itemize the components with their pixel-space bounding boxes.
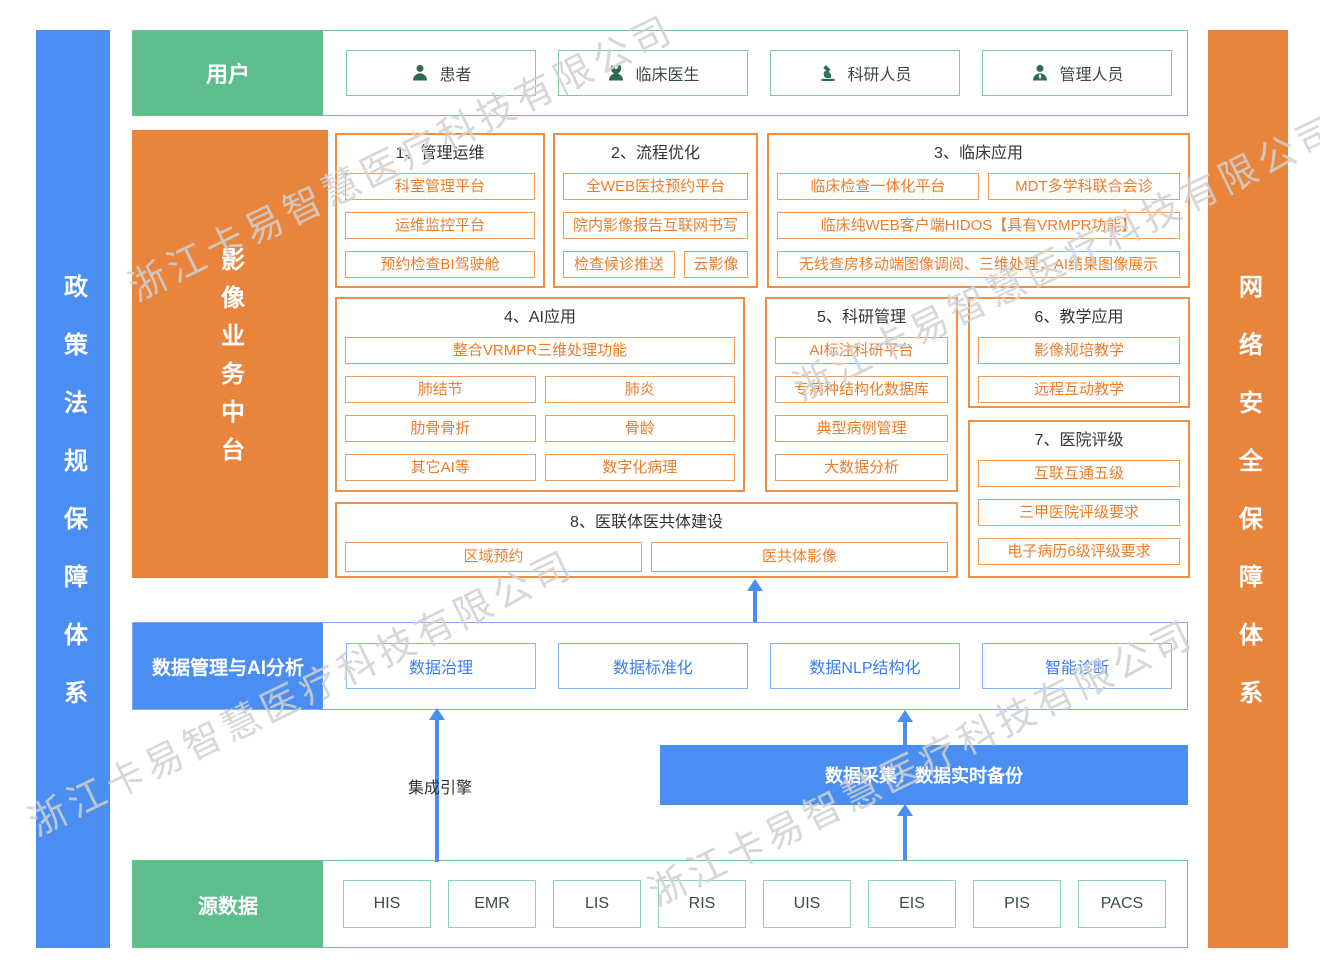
users-items: 患者 临床医生 科研人员 xyxy=(323,31,1187,115)
group-title: 1、管理运维 xyxy=(395,145,485,162)
doctor-icon xyxy=(609,64,624,81)
group-title: 5、科研管理 xyxy=(817,309,906,326)
source-system: PIS xyxy=(973,880,1061,928)
group-item: AI标注科研平台 xyxy=(775,337,948,364)
group-item: 区域预约 xyxy=(345,542,642,572)
arrow-line xyxy=(903,722,907,745)
patient-icon xyxy=(413,64,428,81)
network-security-label: 网络安全保障体系 xyxy=(1234,274,1262,738)
arrow-up-to-collection xyxy=(897,804,913,816)
arrow-line xyxy=(753,591,757,622)
group-title: 6、教学应用 xyxy=(1034,309,1124,326)
data-management-items: 数据治理 数据标准化 数据NLP结构化 智能诊断 xyxy=(323,623,1187,709)
dm-item: 智能诊断 xyxy=(982,643,1172,689)
arrow-line xyxy=(435,720,439,862)
source-system: PACS xyxy=(1078,880,1166,928)
group-management-ops: 1、管理运维 科室管理平台 运维监控平台 预约检查BI驾驶舱 xyxy=(335,133,545,288)
group-ai-application: 4、AI应用 整合VRMPR三维处理功能 肺结节 肺炎 肋骨骨折 骨龄 其它AI… xyxy=(335,297,745,492)
group-medical-consortium: 8、医联体医共体建设 区域预约 医共体影像 xyxy=(335,502,958,578)
group-item: 其它AI等 xyxy=(345,454,536,481)
group-item: 检查候诊推送 xyxy=(563,251,675,278)
dm-item: 数据NLP结构化 xyxy=(770,643,960,689)
researcher-icon xyxy=(821,65,836,81)
group-item: 专病种结构化数据库 xyxy=(775,376,948,403)
integration-engine-label: 集成引擎 xyxy=(407,780,472,797)
group-item: 无线查房移动端图像调阅、三维处理；AI结果图像展示 xyxy=(777,251,1180,278)
group-item: 骨龄 xyxy=(544,415,735,442)
group-teaching-application: 6、教学应用 影像规培教学 远程互动教学 xyxy=(968,297,1190,408)
group-item: 预约检查BI驾驶舱 xyxy=(345,251,535,278)
group-item: 电子病历6级评级要求 xyxy=(978,538,1180,565)
dm-item: 数据治理 xyxy=(346,643,536,689)
policy-regulation-label: 政策法规保障体系 xyxy=(59,274,87,738)
manager-icon xyxy=(1033,64,1048,81)
users-section-label: 用户 xyxy=(133,31,323,115)
group-item: MDT多学科联合会诊 xyxy=(987,173,1180,200)
source-data-label: 源数据 xyxy=(133,861,323,947)
group-item: 互联互通五级 xyxy=(978,460,1180,487)
source-system: LIS xyxy=(553,880,641,928)
arrow-up-integration-engine xyxy=(429,708,445,720)
source-system: EMR xyxy=(448,880,536,928)
user-box-patient: 患者 xyxy=(346,50,536,96)
arrow-up-from-collection xyxy=(897,710,913,722)
user-label: 患者 xyxy=(439,67,472,84)
source-system: HIS xyxy=(343,880,431,928)
group-item: 肋骨骨折 xyxy=(345,415,536,442)
group-item: 三甲医院评级要求 xyxy=(978,499,1180,526)
group-title: 7、医院评级 xyxy=(1034,432,1124,449)
user-label: 管理人员 xyxy=(1059,67,1124,84)
source-system: EIS xyxy=(868,880,956,928)
user-label: 科研人员 xyxy=(847,67,912,84)
user-box-manager: 管理人员 xyxy=(982,50,1172,96)
network-security-bar: 网络安全保障体系 xyxy=(1208,30,1288,948)
arrow-line xyxy=(903,816,907,860)
group-item: 肺炎 xyxy=(544,376,735,403)
group-title: 2、流程优化 xyxy=(611,145,700,162)
group-item: 远程互动教学 xyxy=(978,376,1180,403)
group-clinical-application: 3、临床应用 临床检查一体化平台 MDT多学科联合会诊 临床纯WEB客户端HID… xyxy=(767,133,1190,288)
group-item: 科室管理平台 xyxy=(345,173,535,200)
group-item: 肺结节 xyxy=(345,376,536,403)
source-system: UIS xyxy=(763,880,851,928)
data-management-section: 数据管理与AI分析 数据治理 数据标准化 数据NLP结构化 智能诊断 xyxy=(132,622,1188,710)
user-box-doctor: 临床医生 xyxy=(558,50,748,96)
source-data-items: HIS EMR LIS RIS UIS EIS PIS PACS xyxy=(323,861,1187,947)
group-item: 云影像 xyxy=(684,251,748,278)
group-item: 临床检查一体化平台 xyxy=(777,173,979,200)
imaging-platform-label-box: 影像业务中台 xyxy=(132,130,328,578)
user-box-researcher: 科研人员 xyxy=(770,50,960,96)
group-item: 院内影像报告互联网书写 xyxy=(563,212,748,239)
group-item: 全WEB医技预约平台 xyxy=(563,173,748,200)
group-item: 整合VRMPR三维处理功能 xyxy=(345,337,735,364)
data-management-label: 数据管理与AI分析 xyxy=(133,623,323,709)
users-section: 用户 患者 临床医生 xyxy=(132,30,1188,116)
source-system: RIS xyxy=(658,880,746,928)
user-label: 临床医生 xyxy=(635,67,700,84)
data-collection-band: 数据采集：数据实时备份 xyxy=(660,745,1188,805)
group-item: 临床纯WEB客户端HIDOS【具有VRMPR功能】 xyxy=(777,212,1180,239)
policy-regulation-bar: 政策法规保障体系 xyxy=(36,30,110,948)
imaging-platform-label: 影像业务中台 xyxy=(216,247,244,475)
group-process-optimization: 2、流程优化 全WEB医技预约平台 院内影像报告互联网书写 检查候诊推送 云影像 xyxy=(553,133,758,288)
group-title: 8、医联体医共体建设 xyxy=(570,514,723,531)
group-title: 4、AI应用 xyxy=(503,309,577,326)
group-research-management: 5、科研管理 AI标注科研平台 专病种结构化数据库 典型病例管理 大数据分析 xyxy=(765,297,958,492)
group-item: 运维监控平台 xyxy=(345,212,535,239)
source-data-section: 源数据 HIS EMR LIS RIS UIS EIS PIS PACS xyxy=(132,860,1188,948)
group-title: 3、临床应用 xyxy=(934,145,1023,162)
arrow-up-to-platform xyxy=(747,579,763,591)
group-hospital-rating: 7、医院评级 互联互通五级 三甲医院评级要求 电子病历6级评级要求 xyxy=(968,420,1190,578)
group-item: 数字化病理 xyxy=(544,454,735,481)
group-item: 影像规培教学 xyxy=(978,337,1180,364)
group-item: 大数据分析 xyxy=(775,454,948,481)
group-item: 医共体影像 xyxy=(651,542,948,572)
group-item: 典型病例管理 xyxy=(775,415,948,442)
dm-item: 数据标准化 xyxy=(558,643,748,689)
